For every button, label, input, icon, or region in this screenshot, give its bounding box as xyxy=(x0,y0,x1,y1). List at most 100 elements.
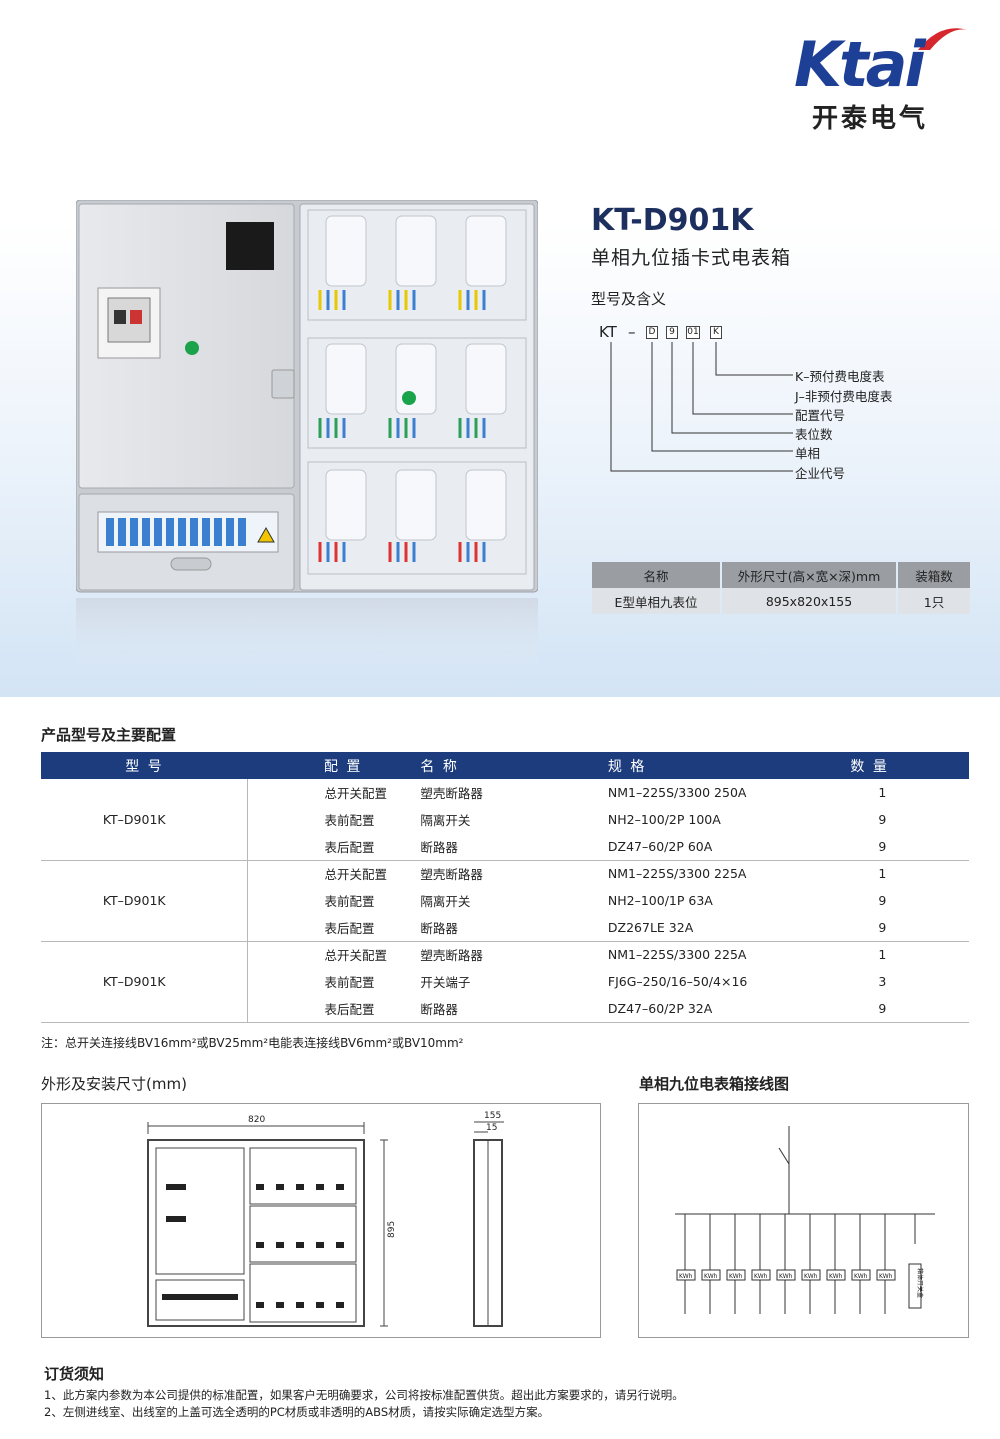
dim-depth-inner-label: 15 xyxy=(486,1123,497,1133)
qty-cell: 9 xyxy=(850,995,969,1023)
meaning-title: 型号及含义 xyxy=(591,290,667,308)
config-cell: 总开关配置 xyxy=(324,948,387,964)
spec-header: 外形尺寸(高×宽×深)mm xyxy=(722,562,896,588)
product-image xyxy=(76,200,538,678)
meter-label: KWh xyxy=(779,1273,793,1280)
config-cell: 表前配置 xyxy=(324,894,375,909)
dimensions-title: 外形及安装尺寸(mm) xyxy=(41,1075,187,1093)
code-box-config: 01 xyxy=(686,326,700,339)
order-title: 订货须知 xyxy=(44,1365,105,1383)
name-cell: 断路器 xyxy=(420,995,608,1023)
wiring-title: 单相九位电表箱接线图 xyxy=(639,1075,790,1093)
table-row: 表后配置 断路器 DZ47–60/2P 60A 9 xyxy=(41,833,969,861)
code-label-positions: 表位数 xyxy=(795,427,833,442)
config-header: 规 格 xyxy=(607,752,851,779)
code-label-phase: 单相 xyxy=(795,446,821,461)
model-cell: KT–D901K xyxy=(41,860,249,942)
config-header: 名 称 xyxy=(420,752,608,779)
code-label-j: J–非预付费电度表 xyxy=(795,389,893,404)
config-table: 型 号 配 置 名 称 规 格 数 量 KT–D901K 总开关配置 塑壳断路器… xyxy=(41,752,969,1023)
name-cell: 隔离开关 xyxy=(420,813,471,828)
table-row: 表后配置 断路器 DZ47–60/2P 32A 9 xyxy=(41,995,969,1023)
config-cell: 表后配置 xyxy=(247,833,421,861)
config-header: 数 量 xyxy=(850,752,969,779)
code-label-config: 配置代号 xyxy=(795,408,846,423)
name-cell: 断路器 xyxy=(420,914,608,942)
table-row: 表后配置 断路器 DZ267LE 32A 9 xyxy=(41,914,969,942)
qty-cell: 9 xyxy=(850,833,969,861)
meter-label: KWh xyxy=(854,1273,868,1280)
spec-cell: DZ47–60/2P 60A xyxy=(607,833,851,861)
name-cell: 断路器 xyxy=(420,833,608,861)
spec-cell: NM1–225S/3300 250A xyxy=(607,785,747,800)
logo-swoosh-icon xyxy=(918,28,968,50)
table-row: KT–D901K 总开关配置 塑壳断路器 NM1–225S/3300 250A … xyxy=(41,779,969,861)
model-code-diagram: KT – D 9 01 K K–预付费电度表 J–非预付费电度表 配置代号 表位… xyxy=(595,320,925,485)
code-box-type: K xyxy=(710,326,722,339)
config-cell: 表后配置 xyxy=(247,995,421,1023)
qty-cell: 3 xyxy=(878,974,887,989)
spec-cell: 895x820x155 xyxy=(722,588,896,614)
spec-cell: DZ47–60/2P 32A xyxy=(607,995,851,1023)
table-row: 表前配置 隔离开关 NH2–100/1P 63A 9 xyxy=(41,887,969,914)
meter-label: KWh xyxy=(729,1273,743,1280)
meter-label: KWh xyxy=(704,1273,718,1280)
code-box-series: D xyxy=(646,326,658,339)
name-cell: 塑壳断路器 xyxy=(420,867,483,883)
wiring-note: 注：总开关连接线BV16mm²或BV25mm²电能表连接线BV6mm²或BV10… xyxy=(41,1036,464,1050)
spec-header: 名称 xyxy=(592,562,720,588)
config-title: 产品型号及主要配置 xyxy=(41,726,177,744)
code-label-company: 企业代号 xyxy=(795,466,846,481)
config-cell: 表前配置 xyxy=(324,975,375,990)
dim-depth-label: 155 xyxy=(484,1111,501,1121)
spare-label: 箱体开关盒 xyxy=(916,1268,924,1298)
dim-height-label: 895 xyxy=(387,1221,397,1238)
code-dash: – xyxy=(628,323,636,341)
spec-cell: NM1–225S/3300 225A xyxy=(607,866,747,882)
meter-label: KWh xyxy=(679,1273,693,1280)
config-cell: 表后配置 xyxy=(247,914,421,942)
config-header: 型 号 xyxy=(41,752,248,779)
spec-cell: E型单相九表位 xyxy=(592,588,720,614)
meter-label: KWh xyxy=(754,1273,768,1280)
spec-header: 装箱数 xyxy=(898,562,970,588)
name-cell: 塑壳断路器 xyxy=(420,948,483,964)
model-cell: KT–D901K xyxy=(41,779,249,861)
spec-cell: 1只 xyxy=(898,588,970,614)
name-cell: 隔离开关 xyxy=(420,894,471,909)
spec-cell: NM1–225S/3300 225A xyxy=(607,947,747,963)
wiring-diagram: KWh KWh KWh KWh KWh KWh KWh KWh KWh 箱体开关… xyxy=(638,1103,969,1338)
config-cell: 总开关配置 xyxy=(324,867,387,883)
table-row: 表前配置 开关端子 FJ6G–250/16–50/4×16 3 xyxy=(41,968,969,995)
qty-cell: 1 xyxy=(878,785,887,800)
dimension-drawing-svg: 820 895 155 15 xyxy=(147,1111,504,1327)
spec-cell: DZ267LE 32A xyxy=(607,914,851,942)
wiring-diagram-svg: KWh KWh KWh KWh KWh KWh KWh KWh KWh 箱体开关… xyxy=(675,1126,935,1314)
order-line: 1、此方案内参数为本公司提供的标准配置，如果客户无明确要求，公司将按标准配置供货… xyxy=(44,1388,684,1402)
table-row: KT–D901K 总开关配置 塑壳断路器 NM1–225S/3300 225A … xyxy=(41,860,969,942)
code-box-positions: 9 xyxy=(666,326,678,339)
qty-cell: 1 xyxy=(878,947,887,963)
spec-cell: NH2–100/2P 100A xyxy=(607,812,721,827)
model-subtitle: 单相九位插卡式电表箱 xyxy=(591,247,792,269)
spec-cell: NH2–100/1P 63A xyxy=(607,893,713,908)
order-line: 2、左侧进线室、出线室的上盖可选全透明的PC材质或非透明的ABS材质，请按实际确… xyxy=(44,1405,550,1419)
table-row: KT–D901K 总开关配置 塑壳断路器 NM1–225S/3300 225A … xyxy=(41,941,969,1023)
code-leader-lines xyxy=(610,342,793,472)
logo-text: Ktai xyxy=(794,28,926,101)
brand-name: 开泰电气 xyxy=(812,104,929,134)
qty-cell: 9 xyxy=(850,914,969,942)
dimension-drawing: 820 895 155 15 xyxy=(41,1103,601,1338)
meter-label: KWh xyxy=(804,1273,818,1280)
name-cell: 塑壳断路器 xyxy=(420,786,483,801)
code-prefix: KT xyxy=(599,323,617,341)
model-title: KT-D901K xyxy=(591,203,754,238)
meter-label: KWh xyxy=(829,1273,843,1280)
qty-cell: 1 xyxy=(878,866,887,882)
spec-table: 名称 外形尺寸(高×宽×深)mm 装箱数 E型单相九表位 895x820x155… xyxy=(590,562,972,614)
model-cell: KT–D901K xyxy=(41,941,249,1023)
config-cell: 表前配置 xyxy=(324,813,375,828)
qty-cell: 9 xyxy=(878,812,887,827)
name-cell: 开关端子 xyxy=(420,975,471,990)
spec-cell: FJ6G–250/16–50/4×16 xyxy=(607,974,748,989)
